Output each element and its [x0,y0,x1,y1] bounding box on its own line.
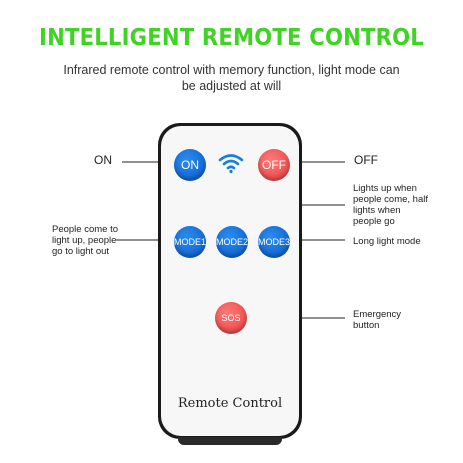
page-subtitle: Infrared remote control with memory func… [63,63,400,93]
off-button[interactable]: OFF [258,149,290,181]
callout-on: ON [94,153,112,167]
mode1-button[interactable]: MODE1 [174,226,206,258]
callout-mode3: Long light mode [353,236,421,247]
remote-brand-label: Remote Control [177,396,283,411]
callout-mode1: People come to light up, people go to li… [52,224,119,257]
remote-bottom-edge [178,437,282,445]
page-title: INTELLIGENT REMOTE CONTROL [39,25,424,51]
mode2-button[interactable]: MODE2 [216,226,248,258]
sos-button[interactable]: SOS [215,302,247,334]
callout-off: OFF [354,153,378,167]
wifi-signal-icon [218,154,244,174]
on-button[interactable]: ON [174,149,206,181]
callout-mode2: Lights up when people come, half lights … [353,183,428,227]
callout-sos: Emergency button [353,309,402,331]
mode3-button[interactable]: MODE3 [258,226,290,258]
